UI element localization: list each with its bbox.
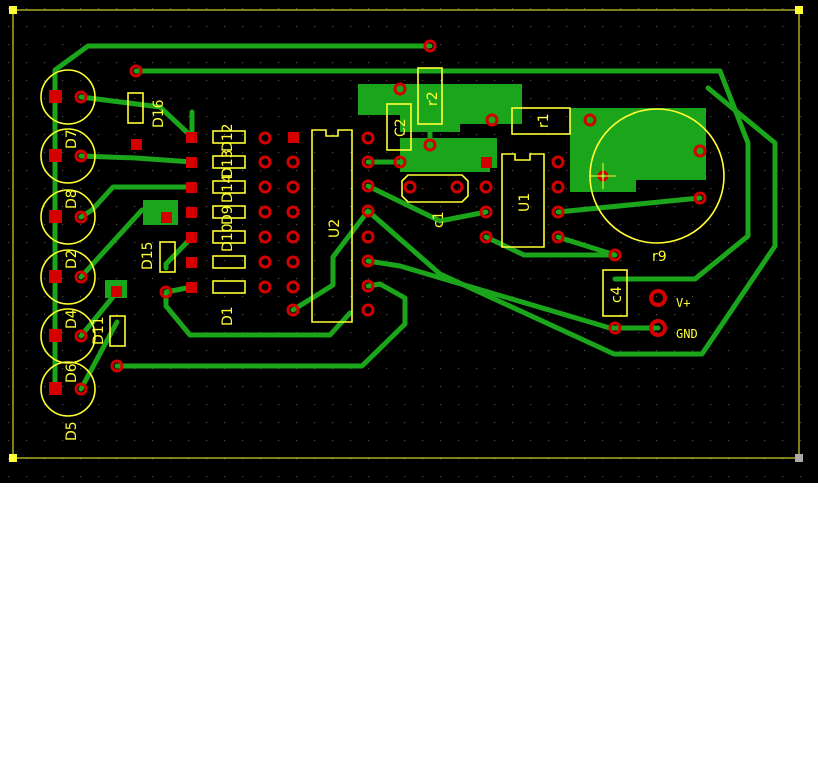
label-d12: D12 (220, 123, 236, 152)
label-d6: D6 (64, 363, 80, 383)
d16-outline (127, 92, 144, 124)
corner-handle[interactable] (795, 454, 803, 462)
label-d16: D16 (151, 99, 167, 128)
diode-array-outlines (109, 92, 246, 347)
square-pads-array[interactable] (111, 132, 492, 297)
label-vplus: V+ (676, 296, 690, 310)
label-c2: C2 (393, 118, 409, 137)
c2-outline (386, 103, 412, 151)
d15-outline (159, 241, 176, 273)
led-column (40, 69, 96, 417)
label-d1: D1 (220, 306, 236, 326)
label-d13: D13 (220, 149, 236, 178)
r2-outline (417, 67, 443, 125)
label-r1: r1 (536, 113, 552, 128)
corner-handle[interactable] (9, 454, 17, 462)
label-r2: r2 (425, 91, 441, 106)
led-outline (40, 249, 96, 305)
label-d11: D11 (91, 316, 107, 345)
reference-labels: D16 D7 D8 D2 D4 D6 D5 D15 D11 D12 D13 D1… (64, 91, 698, 441)
c4-outline (602, 269, 628, 317)
copper-traces (52, 43, 778, 395)
pcb-layout[interactable]: D16 D7 D8 D2 D4 D6 D5 D15 D11 D12 D13 D1… (0, 0, 818, 483)
label-d9: D9 (220, 205, 236, 225)
label-d5: D5 (64, 421, 80, 441)
label-d4: D4 (64, 309, 80, 329)
c1-outline (401, 174, 469, 203)
label-c1: c1 (431, 211, 447, 228)
u2-outline (311, 129, 353, 323)
label-u1: U1 (517, 193, 533, 212)
led-outline (40, 189, 96, 245)
round-pads[interactable] (74, 39, 707, 396)
led-outline (40, 69, 96, 125)
label-d7: D7 (64, 129, 80, 149)
label-gnd: GND (676, 327, 698, 341)
led-outline (40, 308, 96, 364)
label-d2: D2 (64, 249, 80, 269)
d11-outline (109, 315, 126, 347)
r1-outline (511, 107, 571, 135)
label-u2: U2 (327, 219, 343, 238)
label-c4: c4 (609, 286, 625, 303)
component-outlines (311, 67, 725, 323)
board-outline (12, 9, 800, 459)
led-outline (40, 361, 96, 417)
corner-handle[interactable] (9, 6, 17, 14)
corner-handle[interactable] (795, 6, 803, 14)
label-d15: D15 (140, 241, 156, 270)
grid (0, 0, 818, 483)
led-outline (40, 128, 96, 184)
u1-outline (501, 153, 545, 248)
label-d10: D10 (220, 223, 236, 252)
crosshair-cursor (590, 163, 616, 189)
label-d14: D14 (220, 174, 236, 203)
pcb-canvas[interactable]: D16 D7 D8 D2 D4 D6 D5 D15 D11 D12 D13 D1… (0, 0, 818, 483)
label-r9: r9 (652, 249, 667, 265)
label-d8: D8 (64, 189, 80, 209)
pads[interactable] (49, 90, 62, 395)
